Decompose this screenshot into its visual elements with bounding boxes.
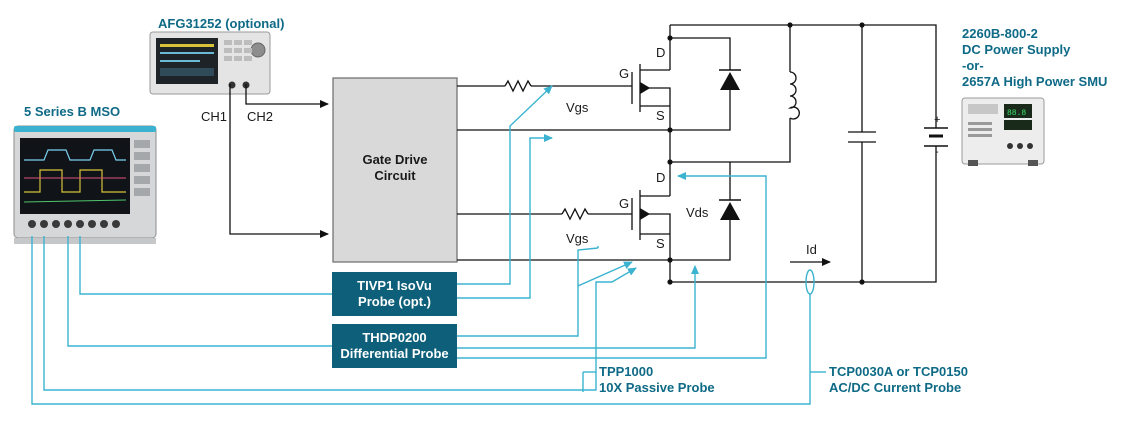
thdp-line-2: Differential Probe [340, 346, 449, 361]
tivp-line-2: Probe (opt.) [358, 294, 431, 309]
tivp-line-1: TIVP1 IsoVu [357, 278, 432, 293]
tcp-line-2: AC/DC Current Probe [829, 380, 962, 395]
gate-drive-line-1: Gate Drive [362, 152, 428, 167]
tcp-line-1: TCP0030A or TCP0150 [829, 364, 968, 379]
id-label: Id [806, 242, 817, 257]
supply-line-2: DC Power Supply [962, 42, 1071, 57]
diode-low-side [719, 199, 741, 220]
supply-line-1: 2260B-800-2 [962, 26, 1038, 41]
tcp-label: TCP0030A or TCP0150 AC/DC Current Probe [829, 364, 968, 396]
thdp-line-1: THDP0200 [362, 330, 427, 345]
supply-line-3: -or- [962, 58, 984, 73]
ls-drain-letter: D [656, 170, 666, 185]
svg-text:88.8: 88.8 [1007, 109, 1026, 118]
vgs-low-label: Vgs [566, 231, 589, 246]
tpp-line-1: TPP1000 [599, 364, 654, 379]
ls-gate-letter: G [619, 196, 630, 211]
battery-symbol [924, 127, 948, 147]
afg-instrument-icon [149, 31, 271, 95]
mso-label: 5 Series B MSO [24, 104, 121, 119]
mso-oscilloscope-icon [13, 125, 157, 244]
ch2-label: CH2 [247, 109, 274, 124]
junction-dots [667, 22, 865, 285]
ch1-label: CH1 [201, 109, 228, 124]
gate-drive-label: Gate Drive Circuit [333, 150, 457, 186]
afg-label: AFG31252 (optional) [158, 16, 285, 31]
tpp-label: TPP1000 10X Passive Probe [599, 364, 715, 396]
hs-gate-letter: G [619, 66, 630, 81]
supply-label: 2260B-800-2 DC Power Supply -or- 2657A H… [962, 26, 1107, 90]
battery-plus-label: + [934, 114, 941, 126]
diode-high-side [719, 69, 741, 90]
hs-drain-letter: D [656, 45, 666, 60]
vds-label: Vds [686, 205, 709, 220]
supply-line-4: 2657A High Power SMU [962, 74, 1108, 89]
tpp-line-2: 10X Passive Probe [599, 380, 715, 395]
thdp-probe-block: THDP0200 Differential Probe [332, 324, 457, 368]
ls-source-letter: S [656, 236, 665, 251]
tivp-probe-block: TIVP1 IsoVu Probe (opt.) [332, 272, 457, 316]
probe-cables [31, 85, 815, 405]
hs-source-letter: S [656, 108, 665, 123]
inductor-symbol [787, 71, 800, 120]
battery-minus-label: - [935, 146, 939, 158]
vgs-high-label: Vgs [566, 100, 589, 115]
power-supply-icon: 88.8 [961, 97, 1045, 166]
gate-drive-line-2: Circuit [374, 168, 416, 183]
gate-drive-block [332, 77, 458, 263]
